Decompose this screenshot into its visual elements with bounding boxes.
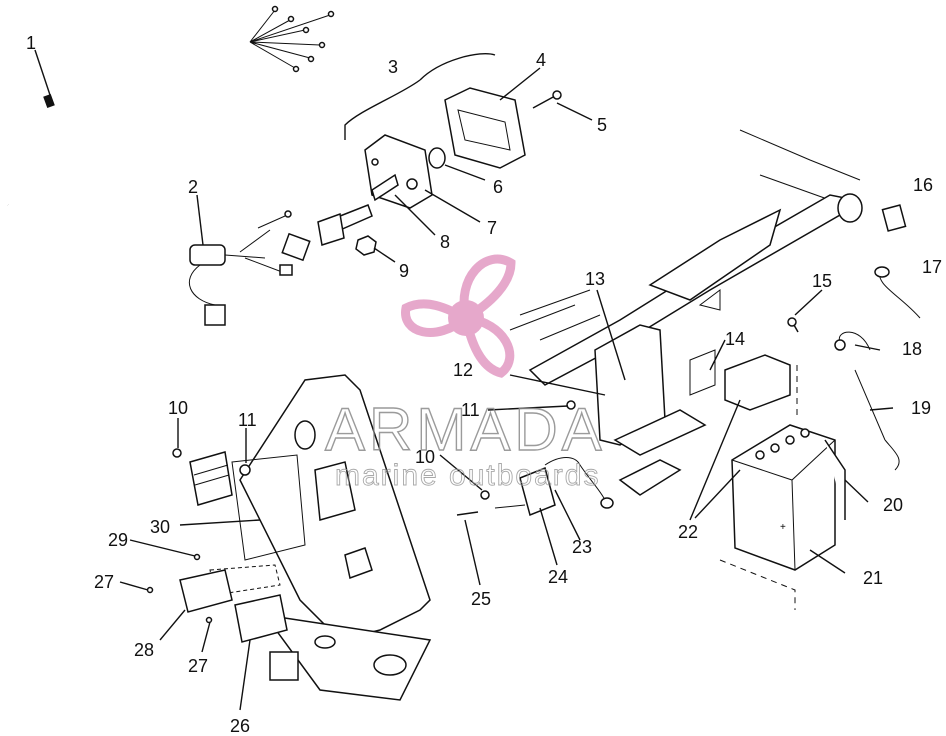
callout-3: 3 (388, 57, 398, 77)
callout-27b: 27 (188, 656, 208, 676)
regulator (172, 448, 251, 506)
callout-27a: 27 (94, 572, 114, 592)
callout-14: 14 (725, 329, 745, 349)
watermark-brand: ARMADA (325, 396, 606, 463)
connector-block (188, 210, 311, 326)
callout-26: 26 (230, 716, 250, 736)
callout-22: 22 (678, 522, 698, 542)
callout-30: 30 (150, 517, 170, 537)
callout-18: 18 (902, 339, 922, 359)
callout-9: 9 (399, 261, 409, 281)
callout-28: 28 (134, 640, 154, 660)
callout-labels: 1 2 3 4 5 6 7 8 9 10 11 12 13 14 15 16 1… (26, 33, 942, 736)
callout-15: 15 (812, 271, 832, 291)
cable-ground (787, 204, 921, 471)
console-panel (209, 374, 432, 701)
callout-12: 12 (453, 360, 473, 380)
callout-4: 4 (536, 50, 546, 70)
battery: + (731, 424, 846, 571)
callout-11: 11 (238, 410, 257, 430)
callout-23: 23 (572, 537, 592, 557)
callout-24: 24 (548, 567, 568, 587)
callout-10b: 10 (415, 447, 435, 467)
wiring-harness (4, 5, 335, 257)
leader-lines (34, 49, 894, 711)
callout-25: 25 (471, 589, 491, 609)
callout-1: 1 (26, 33, 36, 53)
callout-13: 13 (585, 269, 605, 289)
callout-19: 19 (911, 398, 931, 418)
callout-5: 5 (597, 115, 607, 135)
callout-21: 21 (863, 568, 883, 588)
switch-assembly (456, 400, 614, 517)
module-28 (146, 553, 288, 643)
callout-17: 17 (922, 257, 942, 277)
svg-text:+: + (780, 522, 786, 533)
callout-10: 10 (168, 398, 188, 418)
callout-20: 20 (883, 495, 903, 515)
battery-pad (724, 354, 791, 411)
watermark-tagline: marine outboards (335, 459, 600, 492)
callout-2: 2 (188, 177, 198, 197)
callout-11b: 11 (461, 400, 480, 420)
watermark: ARMADA marine outboards (324, 254, 606, 492)
callout-29: 29 (108, 530, 128, 550)
propeller-logo-icon (401, 254, 516, 378)
taillight-assembly (317, 87, 562, 256)
callout-7: 7 (487, 218, 497, 238)
callout-16: 16 (913, 175, 933, 195)
callout-6: 6 (493, 177, 503, 197)
callout-8: 8 (440, 232, 450, 252)
